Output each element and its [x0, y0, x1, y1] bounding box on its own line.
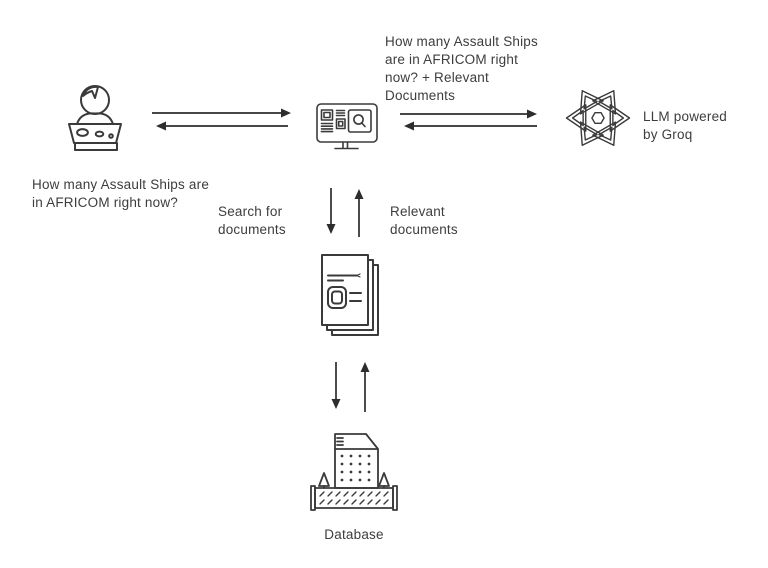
documents-stack-icon	[320, 253, 386, 337]
augmented-prompt-label: How many Assault Ships are in AFRICOM ri…	[385, 34, 538, 103]
search-for-documents-label: Search for documents	[218, 204, 286, 237]
groq-logo-icon	[562, 83, 634, 153]
relevant-documents-label: Relevant documents	[390, 204, 458, 237]
data-warehouse-icon	[308, 430, 400, 514]
database-caption: Database	[324, 527, 384, 542]
person-at-desk-icon	[62, 82, 128, 152]
user-query-label: How many Assault Ships are in AFRICOM ri…	[32, 177, 210, 210]
llm-caption: LLM powered by Groq	[643, 109, 727, 142]
monitor-search-icon	[316, 103, 378, 151]
